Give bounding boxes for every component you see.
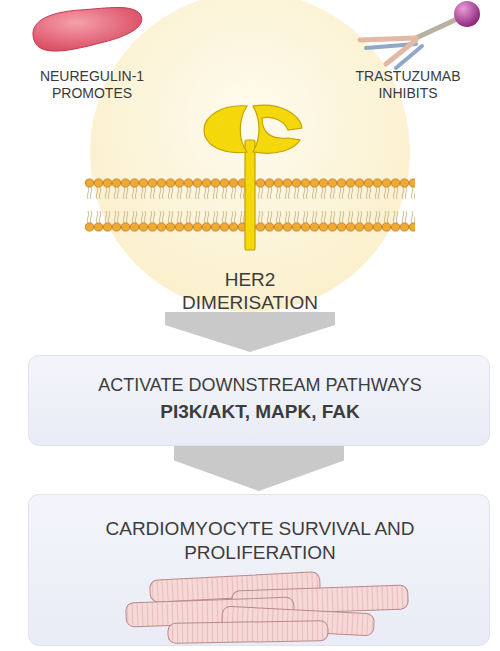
- node-heading: CARDIOMYOCYTE SURVIVAL AND PROLIFERATION: [100, 517, 420, 565]
- flow-chevron: [174, 446, 344, 491]
- pathway-list: PI3K/AKT, MAPK, FAK: [29, 400, 491, 423]
- process-box: ACTIVATE DOWNSTREAM PATHWAYS PI3K/AKT, MA…: [28, 355, 490, 446]
- neuregulin-molecule: [33, 8, 142, 52]
- molecule-label: NEUREGULIN-1 PROMOTES: [22, 68, 162, 102]
- node-heading: HER2 DIMERISATION: [165, 268, 335, 314]
- circle-shape: [90, 0, 410, 312]
- cardiomyocyte-cells: [126, 572, 409, 644]
- trastuzumab-antibody: [360, 1, 480, 68]
- flow-chevron: [165, 312, 335, 352]
- her2-receptor: [204, 105, 302, 250]
- molecule-label: TRASTUZUMAB INHIBITS: [340, 68, 476, 102]
- node-heading: ACTIVATE DOWNSTREAM PATHWAYS: [29, 374, 491, 396]
